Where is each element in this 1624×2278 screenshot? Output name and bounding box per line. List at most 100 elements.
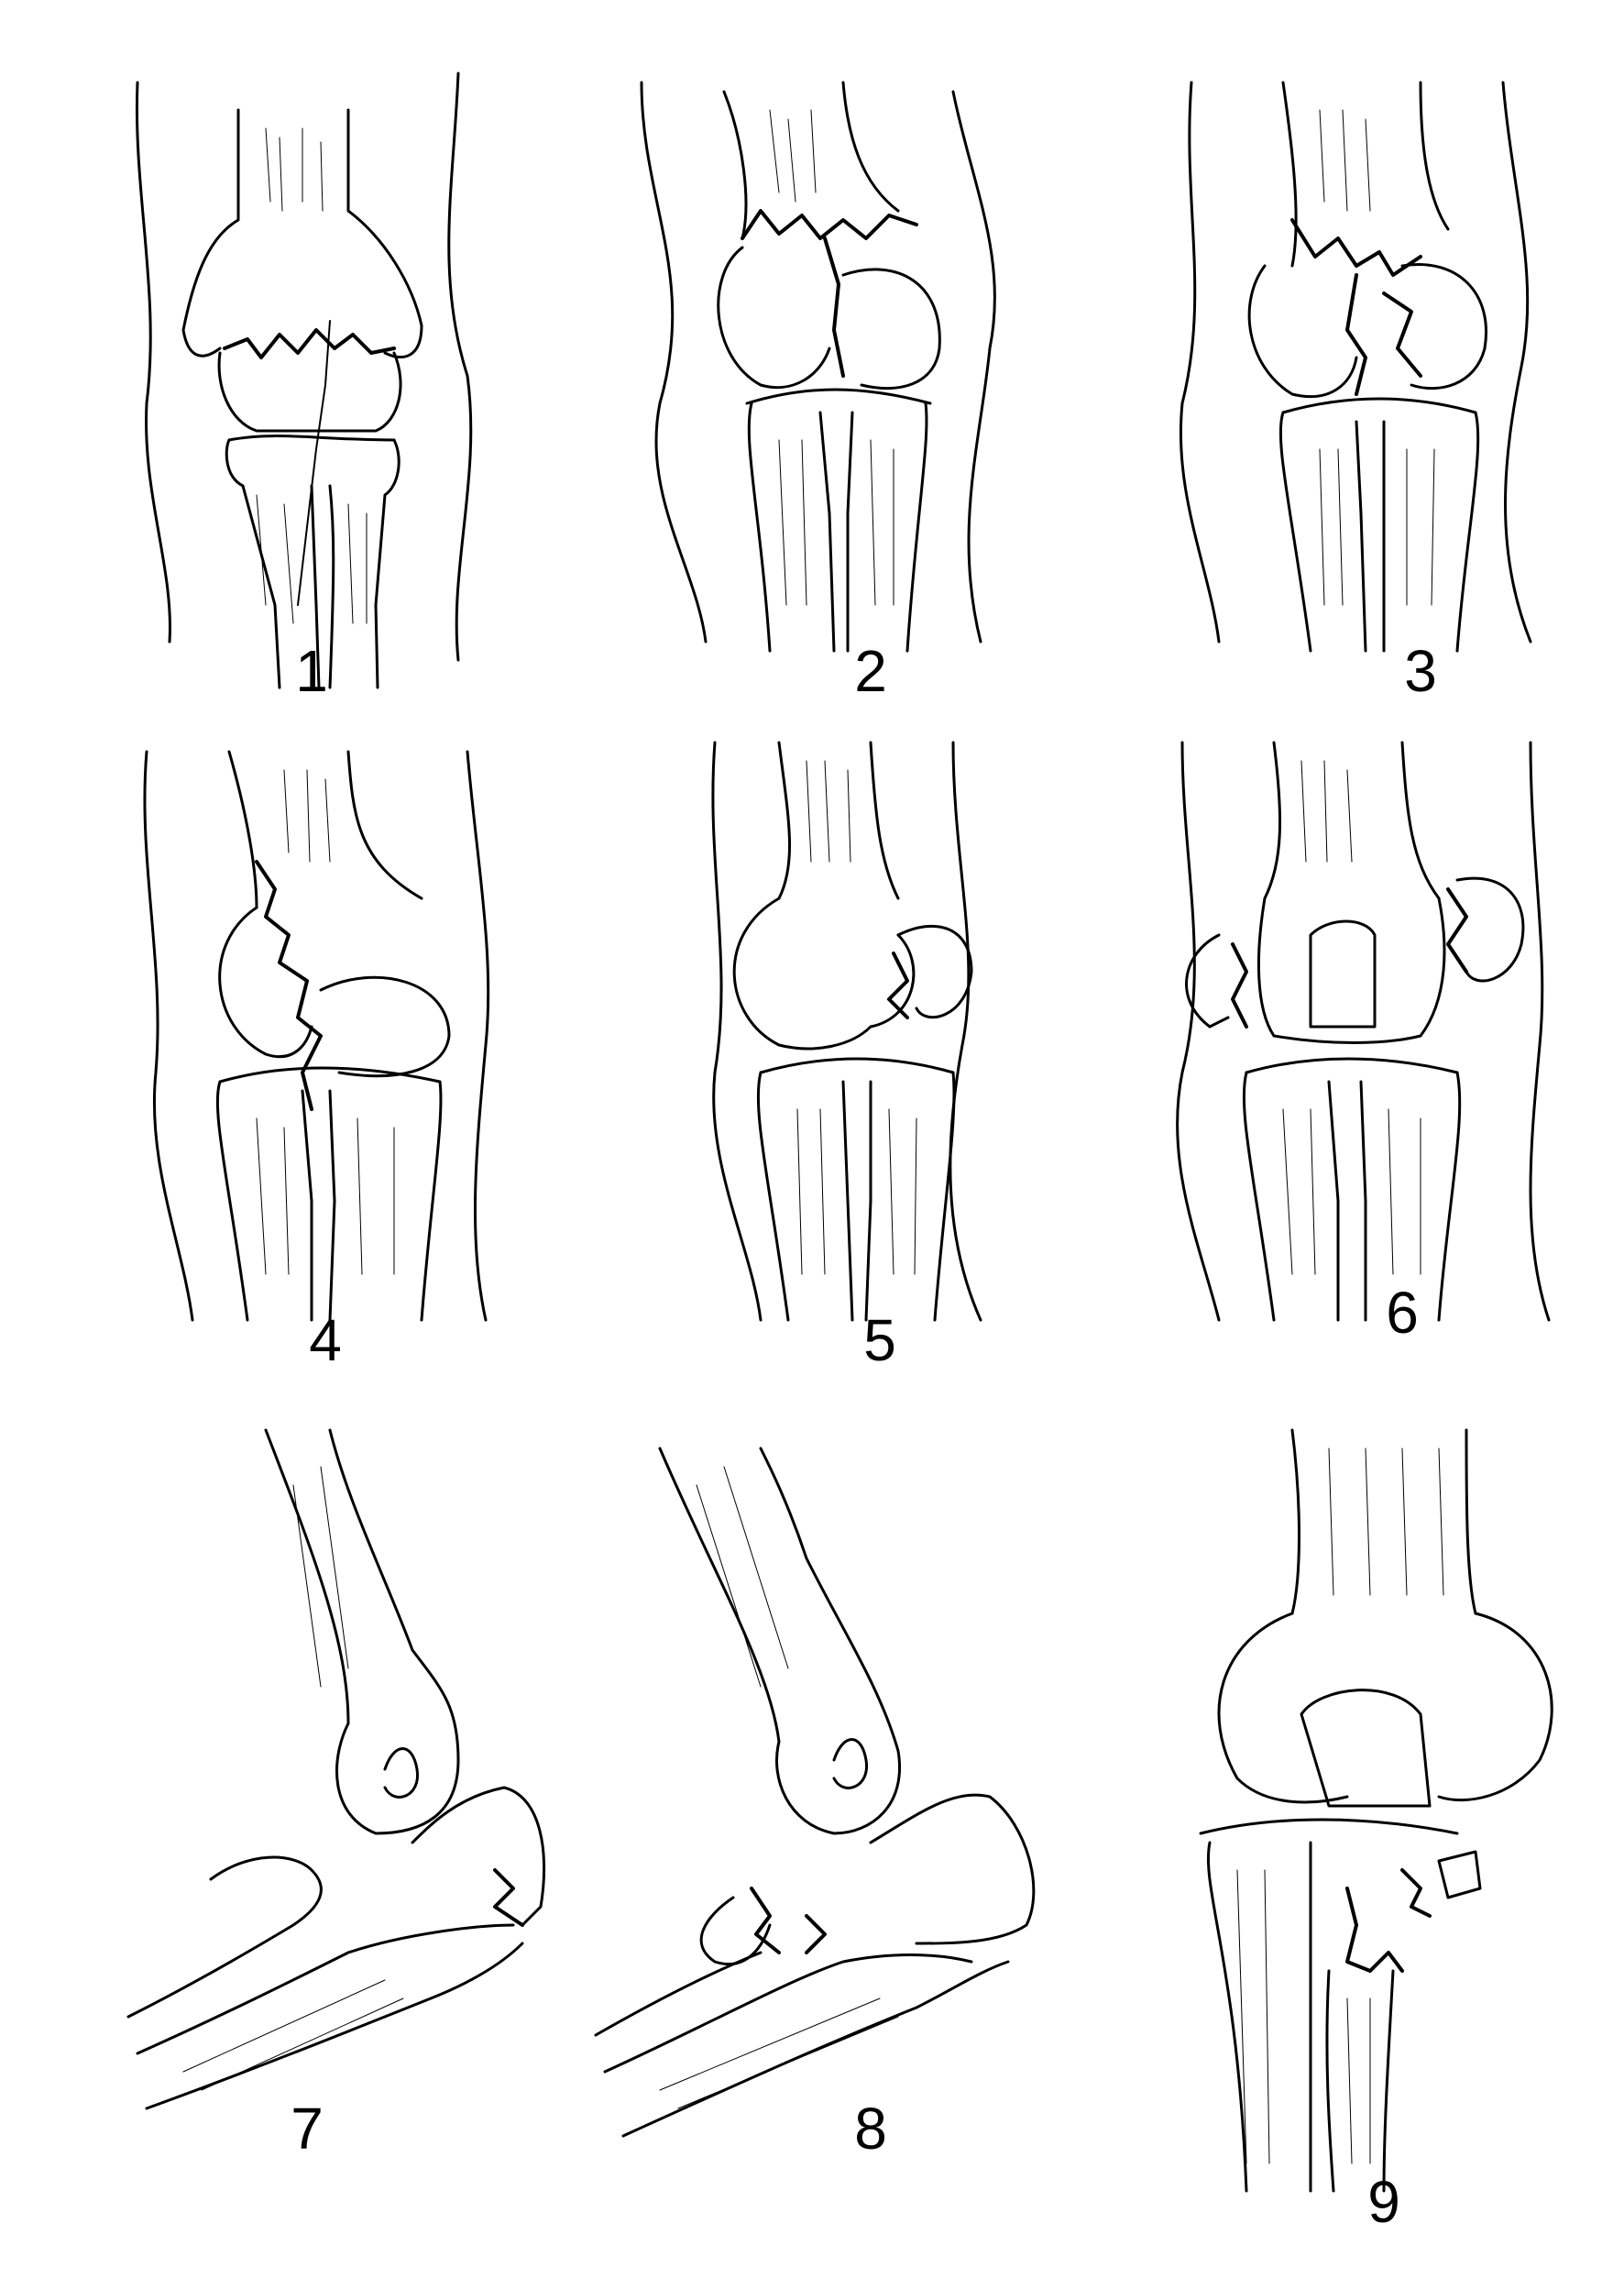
fracture-line — [889, 953, 907, 1018]
lateral-epicondyle — [1439, 1613, 1552, 1800]
radius-right — [843, 1082, 852, 1320]
humerus-shaft-left — [229, 752, 257, 908]
humerus-shaft-right — [348, 110, 422, 358]
figure-number-9: 9 — [1367, 2169, 1400, 2235]
elbow-drawing-3 — [1146, 55, 1567, 697]
radius-right — [820, 413, 834, 651]
ulna-right — [1439, 1073, 1460, 1320]
humerus-shaft-right — [1402, 743, 1439, 898]
radius-left — [217, 1082, 247, 1320]
olecranon — [871, 1795, 1034, 1943]
radius-upper — [596, 1953, 761, 2035]
figure-5-medial-epicondyle: 5 — [623, 724, 1045, 1370]
medial-epicondyle — [1219, 1613, 1347, 1802]
joint-line — [220, 1068, 440, 1082]
ulna-left — [330, 486, 334, 688]
medial-epicondyle-fragment — [1187, 935, 1228, 1027]
radius-right — [302, 1091, 312, 1320]
fracture-line-transverse — [742, 211, 916, 238]
figure-9-radial-neck: 9 — [1164, 1412, 1586, 2231]
trochlea-notch — [385, 1749, 418, 1798]
humerus-shaft-left — [1265, 743, 1280, 898]
arm-contour-left — [1180, 83, 1219, 642]
humerus-shaft-left — [1283, 83, 1296, 266]
ulna-left — [848, 413, 852, 651]
arm-contour-left — [642, 83, 706, 642]
coronoid-fragment — [701, 1898, 770, 1964]
ulna-lower — [147, 1943, 522, 2108]
joint-line — [1201, 1820, 1457, 1833]
fracture-line-2 — [1347, 275, 1366, 394]
elbow-drawing-9 — [1164, 1412, 1586, 2218]
humerus-shaft-right — [843, 83, 898, 211]
olecranon — [412, 1788, 544, 1925]
crack-line — [298, 321, 330, 605]
radius-left — [1280, 413, 1311, 651]
fracture-line-vertical — [825, 238, 843, 376]
elbow-drawing-4 — [119, 724, 522, 1366]
lateral-epicondyle-fragment — [1457, 878, 1523, 981]
fracture-line-medial — [1233, 944, 1246, 1027]
ulna-upper — [605, 1955, 971, 2073]
fracture-line — [495, 1870, 522, 1925]
ulna-right — [376, 440, 399, 688]
elbow-drawing-6 — [1146, 724, 1567, 1366]
radius-right — [312, 486, 319, 688]
joint-line — [229, 436, 394, 440]
elbow-drawing-2 — [623, 55, 1008, 697]
ulna-right — [907, 403, 927, 651]
humerus-shaft-left — [779, 743, 790, 898]
figure-3-comminuted: 3 — [1146, 55, 1567, 704]
elbow-drawing-5 — [623, 724, 1045, 1366]
humerus-shaft-right — [871, 743, 898, 898]
radius-left — [1327, 1971, 1333, 2191]
figure-number-6: 6 — [1386, 1280, 1419, 1346]
figure-4-lateral-condyle: 4 — [119, 724, 522, 1370]
trochlea-notch — [834, 1740, 867, 1788]
ulna-right — [1457, 413, 1478, 651]
lateral-fragment — [1402, 264, 1487, 388]
arm-contour-right — [449, 73, 471, 660]
arm-contour-right — [950, 743, 981, 1320]
fracture-line — [257, 862, 321, 1109]
arm-contour-right — [953, 92, 994, 642]
humerus-shaft-left — [183, 110, 238, 356]
ulna-right — [935, 1073, 954, 1320]
fracture-line-radial-head — [807, 1916, 825, 1953]
radius-left — [749, 403, 770, 651]
radial-head-fragment — [1439, 1852, 1480, 1898]
medial-fragment — [1249, 266, 1356, 397]
arm-contour-right — [1503, 83, 1531, 642]
humerus-distal — [734, 898, 914, 1049]
ulna-left — [1208, 1843, 1246, 2191]
figure-1-supracondylar: 1 — [119, 55, 486, 704]
elbow-drawing-7 — [110, 1412, 623, 2182]
figure-7-olecranon: 7 — [110, 1412, 623, 2182]
arm-contour-left — [137, 83, 170, 642]
capitulum — [1301, 1690, 1430, 1806]
figure-number-3: 3 — [1404, 638, 1437, 704]
radius-right — [1384, 1971, 1393, 2191]
radius-right — [1329, 1082, 1338, 1320]
figure-2-t-shaped: 2 — [623, 55, 1008, 700]
humerus-shaft-left — [724, 92, 746, 238]
elbow-drawing-1 — [119, 55, 486, 697]
fracture-line-lateral — [1448, 889, 1466, 972]
figure-6-bicondylar: 6 — [1146, 724, 1567, 1366]
humerus-shaft-right — [1421, 83, 1448, 229]
humerus-shaft-right — [1466, 1430, 1476, 1613]
figure-8-coronoid-radial-head: 8 — [568, 1412, 1081, 2182]
radius-right — [1356, 422, 1366, 651]
lateral-condyle-fragment — [220, 908, 312, 1057]
trochlea — [1311, 921, 1375, 1027]
fracture-line-1 — [1292, 220, 1421, 275]
humerus-shaft-left — [1292, 1430, 1300, 1613]
radius-left — [1244, 1073, 1274, 1320]
figure-number-1: 1 — [295, 638, 328, 704]
ulna-left — [1361, 1082, 1366, 1320]
epicondyle-fragment — [898, 926, 971, 1017]
arm-contour-left — [713, 743, 761, 1320]
fracture-line-3 — [1384, 293, 1421, 376]
condyles — [219, 353, 401, 431]
humerus-lateral — [266, 1430, 458, 1833]
